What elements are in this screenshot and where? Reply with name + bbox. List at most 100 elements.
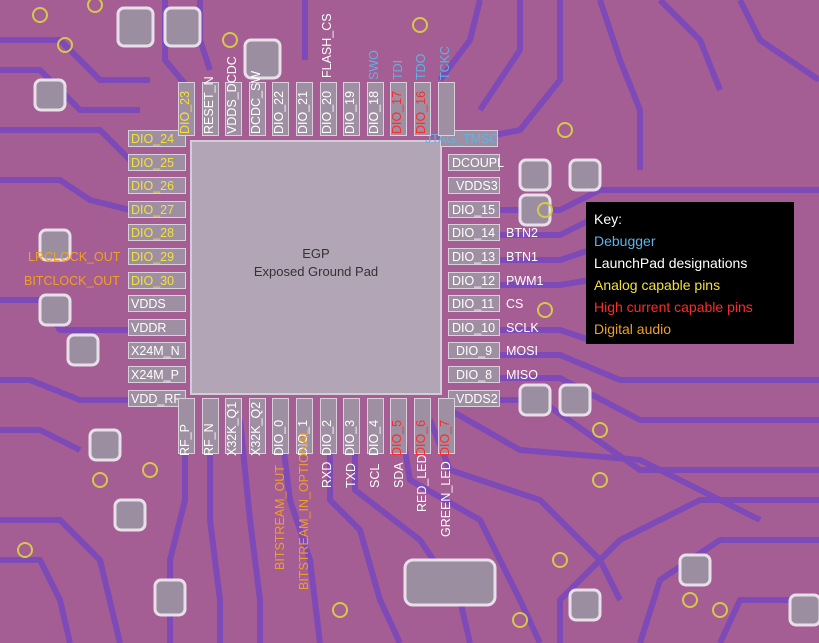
left-pin-pad <box>128 248 186 265</box>
right-pin-label: VDDS3 <box>456 179 498 194</box>
top-pin-pad <box>437 82 455 136</box>
top-ext-label: SWO <box>367 50 381 80</box>
left-pin-pad <box>128 366 186 383</box>
top-ext-label: TCKC <box>438 45 452 80</box>
bottom-pin-pad <box>296 398 313 454</box>
top-ext-label: TDI <box>391 59 405 80</box>
right-pin-label: JTAG_TMSC <box>425 132 499 146</box>
left-ext-label: LRCLOCK_OUT <box>28 250 121 264</box>
bottom-pin-label: DIO_4 <box>366 419 381 456</box>
left-pin-label: X24M_N <box>131 344 180 359</box>
top-pin-pad <box>272 82 290 136</box>
left-pin-pad <box>128 200 186 218</box>
bottom-pin-pad <box>414 398 431 454</box>
left-pin-label: DIO_30 <box>131 273 175 288</box>
right-ext-label: BTN2 <box>506 226 538 241</box>
bottom-pin-pad <box>201 398 219 454</box>
right-pin-pad <box>448 271 500 289</box>
bottom-ext-label: TXD <box>344 463 358 488</box>
top-pin-label: DIO_19 <box>343 90 358 134</box>
top-pin-label: DIO_21 <box>296 90 310 134</box>
left-pin-label: X24M_P <box>131 368 179 382</box>
bottom-ext-label: BITSTREAM_OUT <box>273 465 287 570</box>
left-pin-label: DIO_24 <box>131 132 175 146</box>
right-pin-pad <box>448 177 500 195</box>
left-pin-pad <box>128 271 186 289</box>
bottom-pin-label: DIO_3 <box>343 419 358 456</box>
top-pin-pad <box>414 82 431 136</box>
key-item: Debugger <box>594 233 656 249</box>
right-pin-pad <box>448 318 500 336</box>
left-pin-label: VDDS <box>131 297 166 312</box>
right-ext-label: MOSI <box>506 344 538 359</box>
top-pin-label: DIO_23 <box>178 90 192 134</box>
bottom-pin-pad <box>178 398 195 454</box>
top-pin-label: DCDC_SW <box>248 70 263 134</box>
left-pin-pad <box>128 224 186 242</box>
left-pin-label: VDDR <box>131 320 167 335</box>
top-pin-pad <box>296 82 313 136</box>
right-pin-pad <box>448 153 500 171</box>
exposed-ground-pad: EGP Exposed Ground Pad <box>190 140 442 395</box>
top-pin-pad <box>343 82 361 136</box>
top-pin-pad <box>390 82 408 136</box>
top-pin-label: RESET_N <box>201 76 216 134</box>
bottom-pin-label: DIO_6 <box>414 419 428 456</box>
bottom-pin-pad <box>272 398 290 454</box>
right-pin-label: DIO_11 <box>452 297 495 312</box>
left-pin-pad <box>128 318 186 336</box>
bottom-pin-pad <box>437 398 455 454</box>
right-pin-pad <box>448 295 500 313</box>
top-pin-label: DIO_16 <box>414 90 428 134</box>
top-pin-pad <box>319 82 337 136</box>
left-pin-pad <box>128 295 186 313</box>
left-pin-label: DIO_28 <box>131 226 175 241</box>
top-pin-pad <box>225 82 243 136</box>
key-item: Digital audio <box>594 321 672 337</box>
bottom-pin-label: X32K_Q1 <box>225 401 240 456</box>
key-item: High current capable pins <box>594 299 753 315</box>
left-pin-label: VDD_RF <box>131 391 182 406</box>
left-pin-pad <box>128 342 186 360</box>
right-ext-label: BTN1 <box>506 250 538 264</box>
bottom-ext-label: GREEN_LED <box>439 461 453 537</box>
bottom-ext-label: RXD <box>320 461 334 488</box>
top-pin-label: VDDS_DCDC <box>225 56 240 134</box>
key-item: LaunchPad designations <box>594 255 748 271</box>
top-pin-pad <box>201 82 219 136</box>
bottom-pin-pad <box>319 398 337 454</box>
right-ext-label: SCLK <box>506 320 539 335</box>
right-pin-label: DIO_15 <box>452 202 496 217</box>
top-ext-label: FLASH_CS <box>320 13 334 78</box>
top-ext-label: TDO <box>414 53 428 80</box>
bottom-pin-pad <box>390 398 408 454</box>
left-pin-label: DIO_25 <box>131 155 175 170</box>
right-pin-pad <box>448 342 500 360</box>
right-pin-pad <box>448 200 500 218</box>
left-pin-label: DIO_29 <box>131 250 175 264</box>
egp-title: EGP <box>302 246 330 261</box>
bottom-pin-label: X32K_Q2 <box>248 401 263 456</box>
bottom-pin-pad <box>225 398 243 454</box>
right-pin-label: DIO_13 <box>452 250 496 264</box>
bottom-pin-label: DIO_2 <box>319 419 334 456</box>
bottom-pin-label: RF_P <box>178 424 192 456</box>
right-pin-label: DIO_12 <box>452 273 496 288</box>
right-ext-label: CS <box>506 297 524 312</box>
right-pin-pad <box>448 366 500 383</box>
left-pin-label: DIO_26 <box>131 179 175 194</box>
left-pin-pad <box>128 153 186 171</box>
bottom-ext-label: SCL <box>368 463 382 488</box>
right-pin-label: DIO_14 <box>452 226 496 241</box>
top-pin-label: DIO_17 <box>390 90 405 134</box>
bottom-pin-label: DIO_5 <box>390 419 405 456</box>
top-pin-pad <box>366 82 384 136</box>
top-pin-pad <box>248 82 266 136</box>
bottom-ext-label: BITSTREAM_IN_OPTIONAL <box>297 428 311 590</box>
top-pin-label: DIO_22 <box>272 90 287 134</box>
bottom-pin-label: RF_N <box>201 423 216 456</box>
